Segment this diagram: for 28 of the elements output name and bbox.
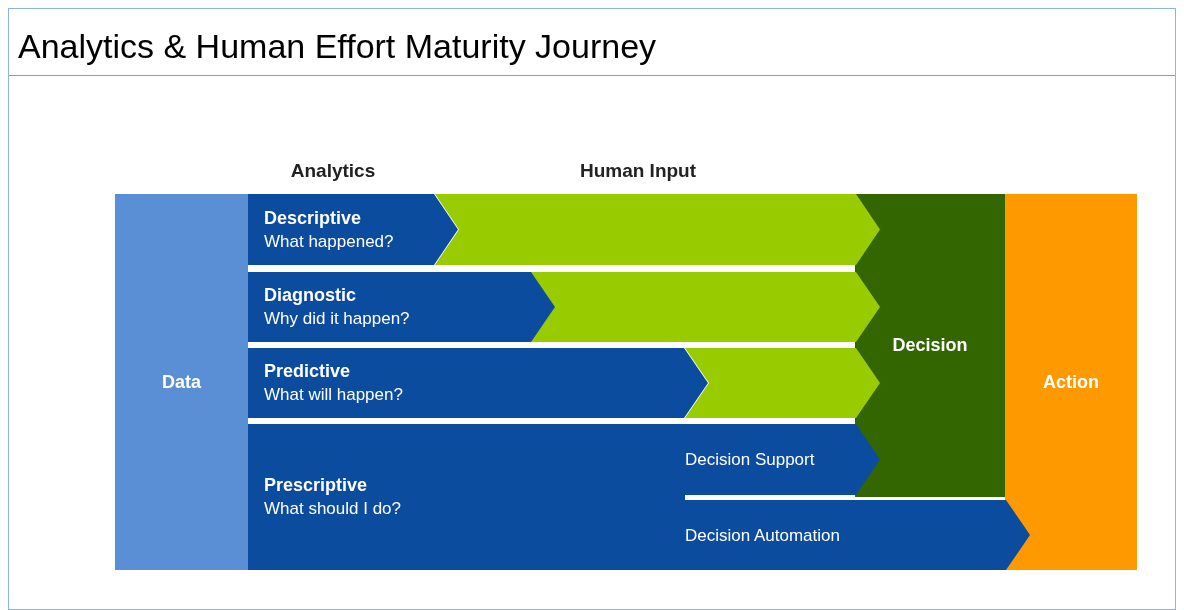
chevron-shape <box>685 500 1030 570</box>
title: Analytics & Human Effort Maturity Journey <box>18 26 657 66</box>
chevron-shape <box>248 348 708 418</box>
stage-description: Decision Support <box>685 449 815 471</box>
column-heading: Analytics <box>290 159 376 183</box>
band <box>1005 194 1137 570</box>
stage-heading: Action <box>1043 370 1099 394</box>
band <box>855 194 1005 497</box>
stage-description: What happened? <box>264 230 394 253</box>
chevron-shape <box>248 272 555 342</box>
stage-heading: Predictive <box>264 360 351 383</box>
band <box>115 194 248 570</box>
chevron-shape <box>530 272 880 342</box>
stage-description: Decision Automation <box>685 524 840 547</box>
stage-heading: Prescriptive <box>264 474 368 497</box>
chevron-shape <box>685 424 880 495</box>
stage-heading: Diagnostic <box>264 284 356 307</box>
stage-description: What will happen? <box>264 384 403 406</box>
stage-description: Why did it happen? <box>264 308 410 330</box>
chevron-shape <box>248 194 458 265</box>
stage-description: What should I do? <box>264 498 402 520</box>
chevron-shape <box>685 348 880 418</box>
band <box>248 424 686 570</box>
stage-heading: Decision <box>892 334 968 357</box>
stage-heading: Data <box>162 370 201 394</box>
chevron-shape <box>435 194 880 265</box>
stage-heading: Descriptive <box>264 206 362 230</box>
column-heading: Human Input <box>579 159 697 183</box>
